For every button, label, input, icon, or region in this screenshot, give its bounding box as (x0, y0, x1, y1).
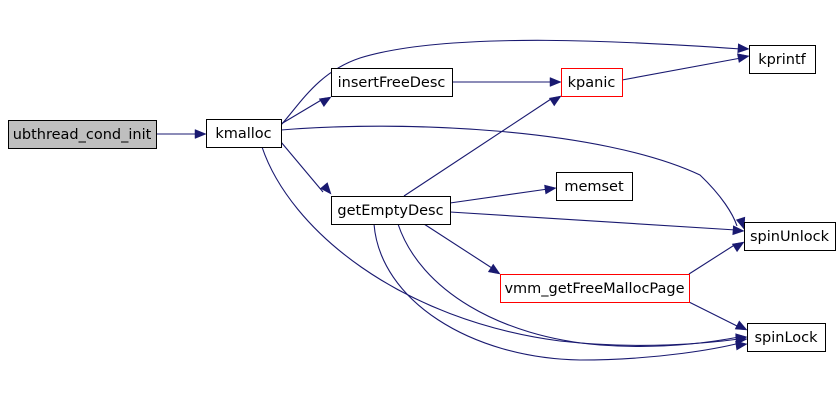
edge-vmm_getFreeMallocPage-to-spinLock (688, 301, 740, 328)
node-kmalloc[interactable]: kmalloc (206, 119, 282, 148)
node-box-spinLock[interactable] (747, 323, 826, 352)
node-box-ubthread_cond_init[interactable] (8, 120, 157, 149)
node-spinUnlock[interactable]: spinUnlock (744, 222, 836, 251)
node-box-kprintf[interactable] (749, 45, 816, 74)
arrowhead-getEmptyDesc->memset (544, 184, 557, 195)
node-box-kmalloc[interactable] (206, 119, 282, 148)
node-box-kpanic[interactable] (561, 68, 623, 97)
arrowhead-ubthread_cond_init->kmalloc (194, 129, 207, 139)
edge-getEmptyDesc-to-spinUnlock (449, 211, 737, 231)
edge-kpanic-to-kprintf (621, 57, 742, 81)
node-box-vmm_getFreeMallocPage[interactable] (500, 274, 690, 303)
arrowheads-layer (194, 43, 750, 351)
node-spinLock[interactable]: spinLock (747, 323, 826, 352)
edge-kmalloc-to-kprintf (280, 39, 742, 126)
edge-getEmptyDesc-to-spinLock (373, 223, 741, 361)
node-insertFreeDesc[interactable]: insertFreeDesc (331, 68, 453, 97)
edge-getEmptyDesc-to-memset (449, 188, 549, 204)
arrowhead-kpanic->kprintf (737, 53, 750, 63)
node-box-insertFreeDesc[interactable] (331, 68, 453, 97)
node-memset[interactable]: memset (556, 172, 633, 201)
edge-getEmptyDesc-to-spinLock (397, 223, 740, 347)
node-kpanic[interactable]: kpanic (561, 68, 623, 97)
arrowhead-getEmptyDesc->spinLock2 (735, 340, 748, 351)
edge-getEmptyDesc-to-vmm_getFreeMallocPage (423, 223, 496, 271)
node-box-spinUnlock[interactable] (744, 222, 836, 251)
arrowhead-kmalloc->getEmptyDesc (320, 182, 332, 195)
edge-vmm_getFreeMallocPage-to-spinUnlock (688, 243, 737, 275)
arrowhead-kmalloc->kprintf (737, 43, 750, 54)
arrowhead-getEmptyDesc->spinUnlock (732, 225, 745, 236)
edge-kmalloc-to-spinUnlock (280, 125, 738, 227)
arrowhead-getEmptyDesc->vmm_getFreeMallocPage (487, 263, 501, 275)
node-vmm_getFreeMallocPage[interactable]: vmm_getFreeMallocPage (500, 274, 690, 303)
node-box-memset[interactable] (556, 172, 633, 201)
nodes-layer: ubthread_cond_init kmalloc insertFreeDesc k… (8, 45, 836, 352)
edge-kmalloc-to-insertFreeDesc (280, 98, 324, 125)
edge-kmalloc-to-spinLock (261, 146, 740, 346)
arrowhead-getEmptyDesc->spinLock1 (735, 333, 748, 344)
node-ubthread_cond_init[interactable]: ubthread_cond_init (8, 120, 157, 149)
arrowhead-vmm_getFreeMallocPage->spinLock (734, 320, 748, 331)
arrowhead-insertFreeDesc->kpanic (549, 77, 562, 87)
node-kprintf[interactable]: kprintf (749, 45, 816, 74)
arrowhead-getEmptyDesc->kpanic (548, 95, 562, 107)
node-getEmptyDesc[interactable]: getEmptyDesc (331, 196, 451, 225)
node-box-getEmptyDesc[interactable] (331, 196, 451, 225)
edges-layer (156, 39, 742, 361)
edge-kmalloc-to-getEmptyDesc (280, 141, 324, 193)
arrowhead-vmm_getFreeMallocPage->spinUnlock (731, 241, 745, 253)
arrowhead-kmalloc->insertFreeDesc (318, 96, 332, 107)
edge-getEmptyDesc-to-kpanic (403, 98, 552, 197)
